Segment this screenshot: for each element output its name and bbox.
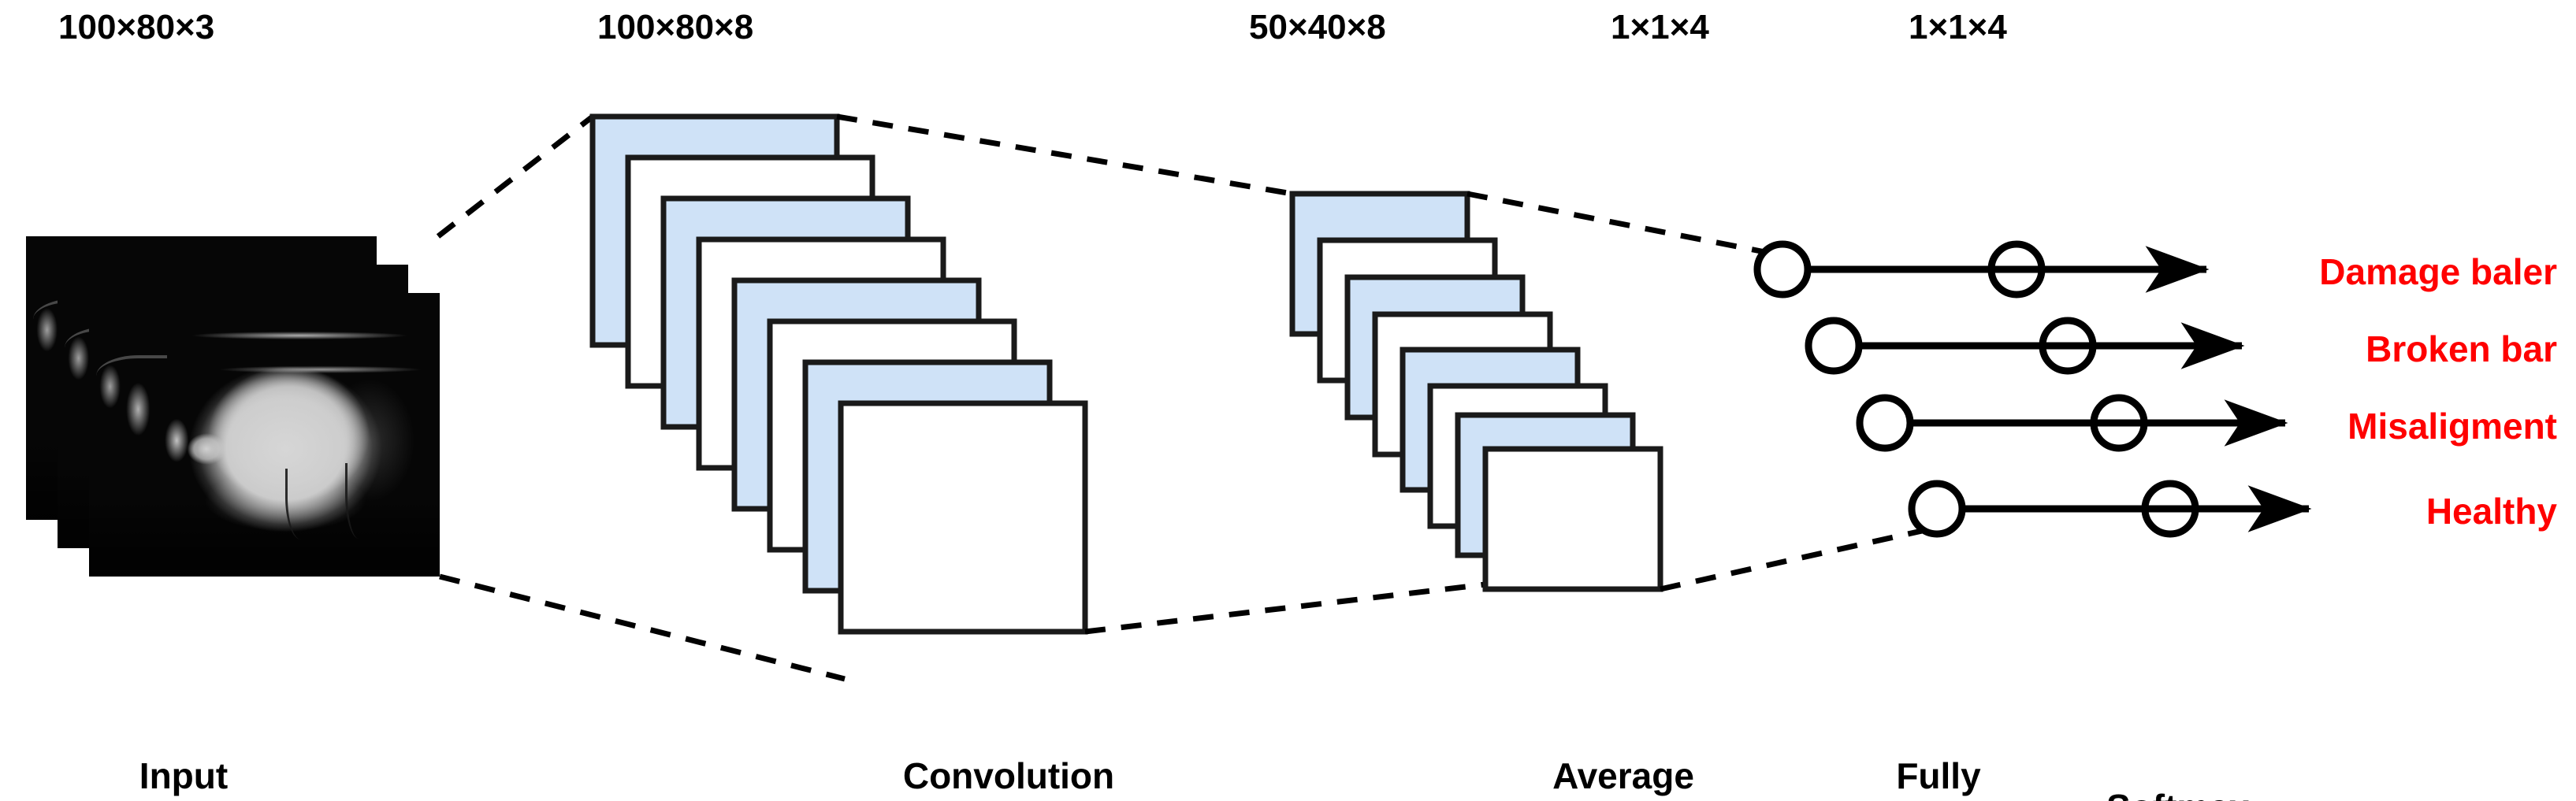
conv-dims-label: 100×80×8: [597, 8, 754, 46]
conv-stage-label-line1: Convolution: [902, 755, 1115, 796]
input-stage-label: Input image: [85, 666, 282, 801]
output-label-damage-baler: Damage baler: [2319, 251, 2557, 292]
fc-dims-label: 1×1×4: [1611, 8, 1709, 46]
output-label-healthy: Healthy: [2425, 491, 2557, 532]
fc-node-2[interactable]: [1805, 317, 1863, 375]
softmax-node-1[interactable]: [1987, 240, 2046, 299]
fc-node-4[interactable]: [1908, 480, 1966, 538]
thermal-motor-photo: [89, 293, 440, 577]
softmax-node-2[interactable]: [2039, 317, 2097, 375]
softmax-nodes: [1987, 240, 2199, 538]
input-dims-label: 100×80×3: [58, 8, 215, 46]
softmax-node-4[interactable]: [2141, 480, 2199, 538]
pool-stage-label: Average pooling: [1470, 666, 1777, 801]
softmax-stage-label-line1: Softmax: [2106, 785, 2366, 801]
fully-connected-nodes: [1753, 240, 1966, 538]
convolution-feature-map-stack: [589, 113, 1088, 635]
conv-stage-label: Convolution + ReLU: [827, 666, 1190, 801]
fc-node-1[interactable]: [1753, 240, 1812, 299]
output-label-misaligment: Misaligment: [2347, 406, 2557, 447]
fc-stage-label-line1: Fully: [1896, 755, 1981, 796]
pool-dims-label: 50×40×8: [1249, 8, 1386, 46]
perspective-guides-pool-fc: [1466, 191, 1930, 592]
average-pooling-feature-map-stack: [1289, 191, 1663, 592]
input-stage-label-line1: Input: [139, 755, 229, 796]
fc-node-3[interactable]: [1856, 394, 1914, 452]
fc-to-softmax-connections: [1782, 246, 2312, 532]
conv-slab-8: [838, 400, 1088, 635]
fc-stage-label: Fully connected: [1785, 666, 2092, 801]
softmax-stage-label: Softmax: [2106, 697, 2366, 801]
perspective-guides-input-conv: [436, 114, 846, 682]
pool-slab-8: [1482, 446, 1663, 592]
output-label-broken-bar: Broken bar: [2366, 328, 2557, 369]
softmax-dims-label: 1×1×4: [1909, 8, 2007, 46]
perspective-guides-conv-pool: [836, 113, 1486, 635]
pool-stage-label-line1: Average: [1552, 755, 1694, 796]
input-image-front: [89, 293, 440, 577]
softmax-node-3[interactable]: [2090, 394, 2148, 452]
